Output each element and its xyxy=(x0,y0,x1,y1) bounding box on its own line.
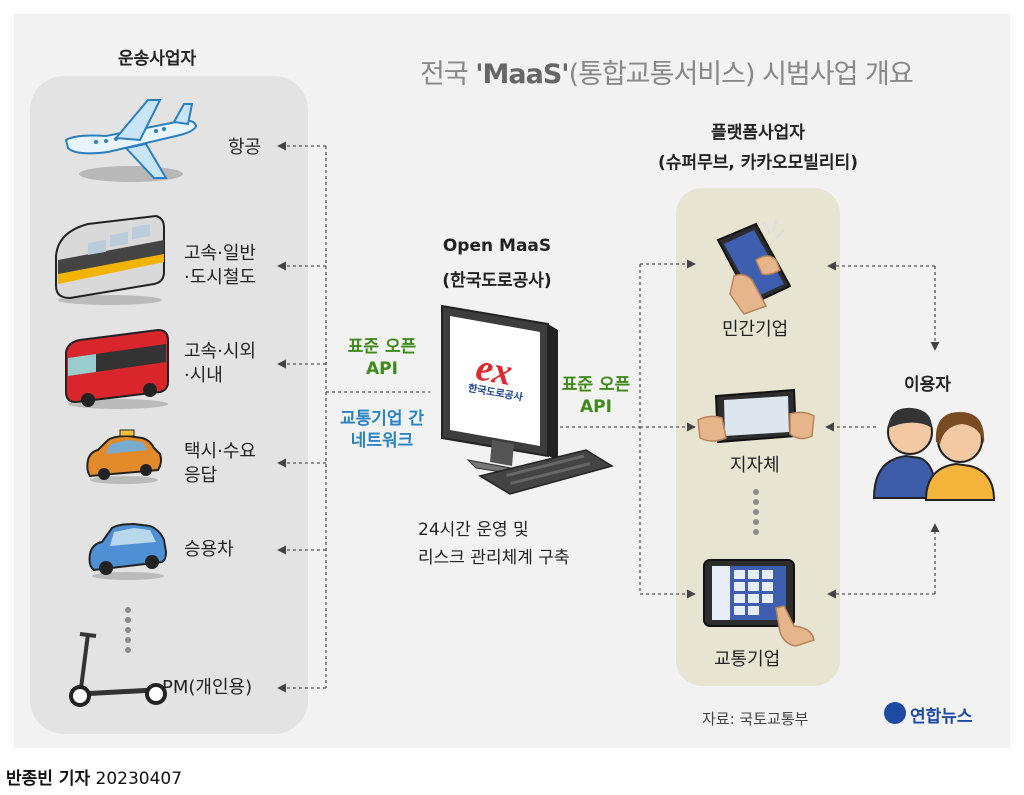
publish-date: 20230407 xyxy=(95,769,183,789)
computer-monitor-icon: ex xyxy=(441,304,614,495)
right-api-label: 표준 오픈 API xyxy=(561,375,631,417)
transport-operators-header: 운송사업자 xyxy=(118,49,197,69)
left-api-label: 표준 오픈 API xyxy=(347,337,417,379)
users-label: 이용자 xyxy=(904,375,951,395)
platform-operators-subheader: (슈퍼무브, 카카오모빌리티) xyxy=(658,153,858,173)
mode-label-car: 승용차 xyxy=(184,539,234,560)
kiosk-touch-icon xyxy=(703,559,815,647)
source-note: 자료: 국토교통부 xyxy=(702,710,809,728)
kick-scooter-icon xyxy=(69,632,167,707)
open-maas-header: Open MaaS xyxy=(442,236,552,256)
platform-operators-header: 플랫폼사업자 xyxy=(711,123,805,143)
ex-logo-mark: ex xyxy=(473,346,516,394)
taxi-icon xyxy=(86,429,162,484)
operations-note: 24시간 운영 및 리스크 관리체계 구축 xyxy=(418,520,570,568)
smartphone-hand-icon xyxy=(716,219,792,315)
mode-label-taxi: 택시·수요 응답 xyxy=(184,441,256,486)
agency-logo-icon xyxy=(884,702,906,724)
mode-label-air: 항공 xyxy=(228,137,262,158)
platform-label-transport-co: 교통기업 xyxy=(714,649,781,670)
people-icon xyxy=(872,407,996,501)
infographic-title: 전국 'MaaS'(통합교통서비스) 시범사업 개요 xyxy=(420,52,914,91)
tablet-hands-icon xyxy=(697,388,815,444)
title-suffix: (통합교통서비스) 시범사업 개요 xyxy=(568,59,914,90)
byline: 반종빈 기자 20230407 xyxy=(6,764,182,789)
mode-label-pm: PM(개인용) xyxy=(162,677,253,698)
airplane-icon xyxy=(64,99,198,182)
platform-label-private: 민간기업 xyxy=(722,319,789,340)
reporter-name: 반종빈 기자 xyxy=(6,769,91,789)
network-label: 교통기업 간 네트워크 xyxy=(339,409,425,451)
agency-name: 연합뉴스 xyxy=(910,707,973,727)
bus-icon xyxy=(65,328,169,409)
car-icon xyxy=(88,522,168,580)
mode-label-bus: 고속·시외 ·시내 xyxy=(184,341,256,386)
title-emphasis: 'MaaS' xyxy=(475,59,569,90)
open-maas-operator: (한국도로공사) xyxy=(442,271,552,291)
train-icon xyxy=(55,214,165,305)
title-prefix: 전국 xyxy=(420,59,476,90)
mode-label-rail: 고속·일반 ·도시철도 xyxy=(184,243,256,288)
platform-label-local-gov: 지자체 xyxy=(730,455,780,476)
